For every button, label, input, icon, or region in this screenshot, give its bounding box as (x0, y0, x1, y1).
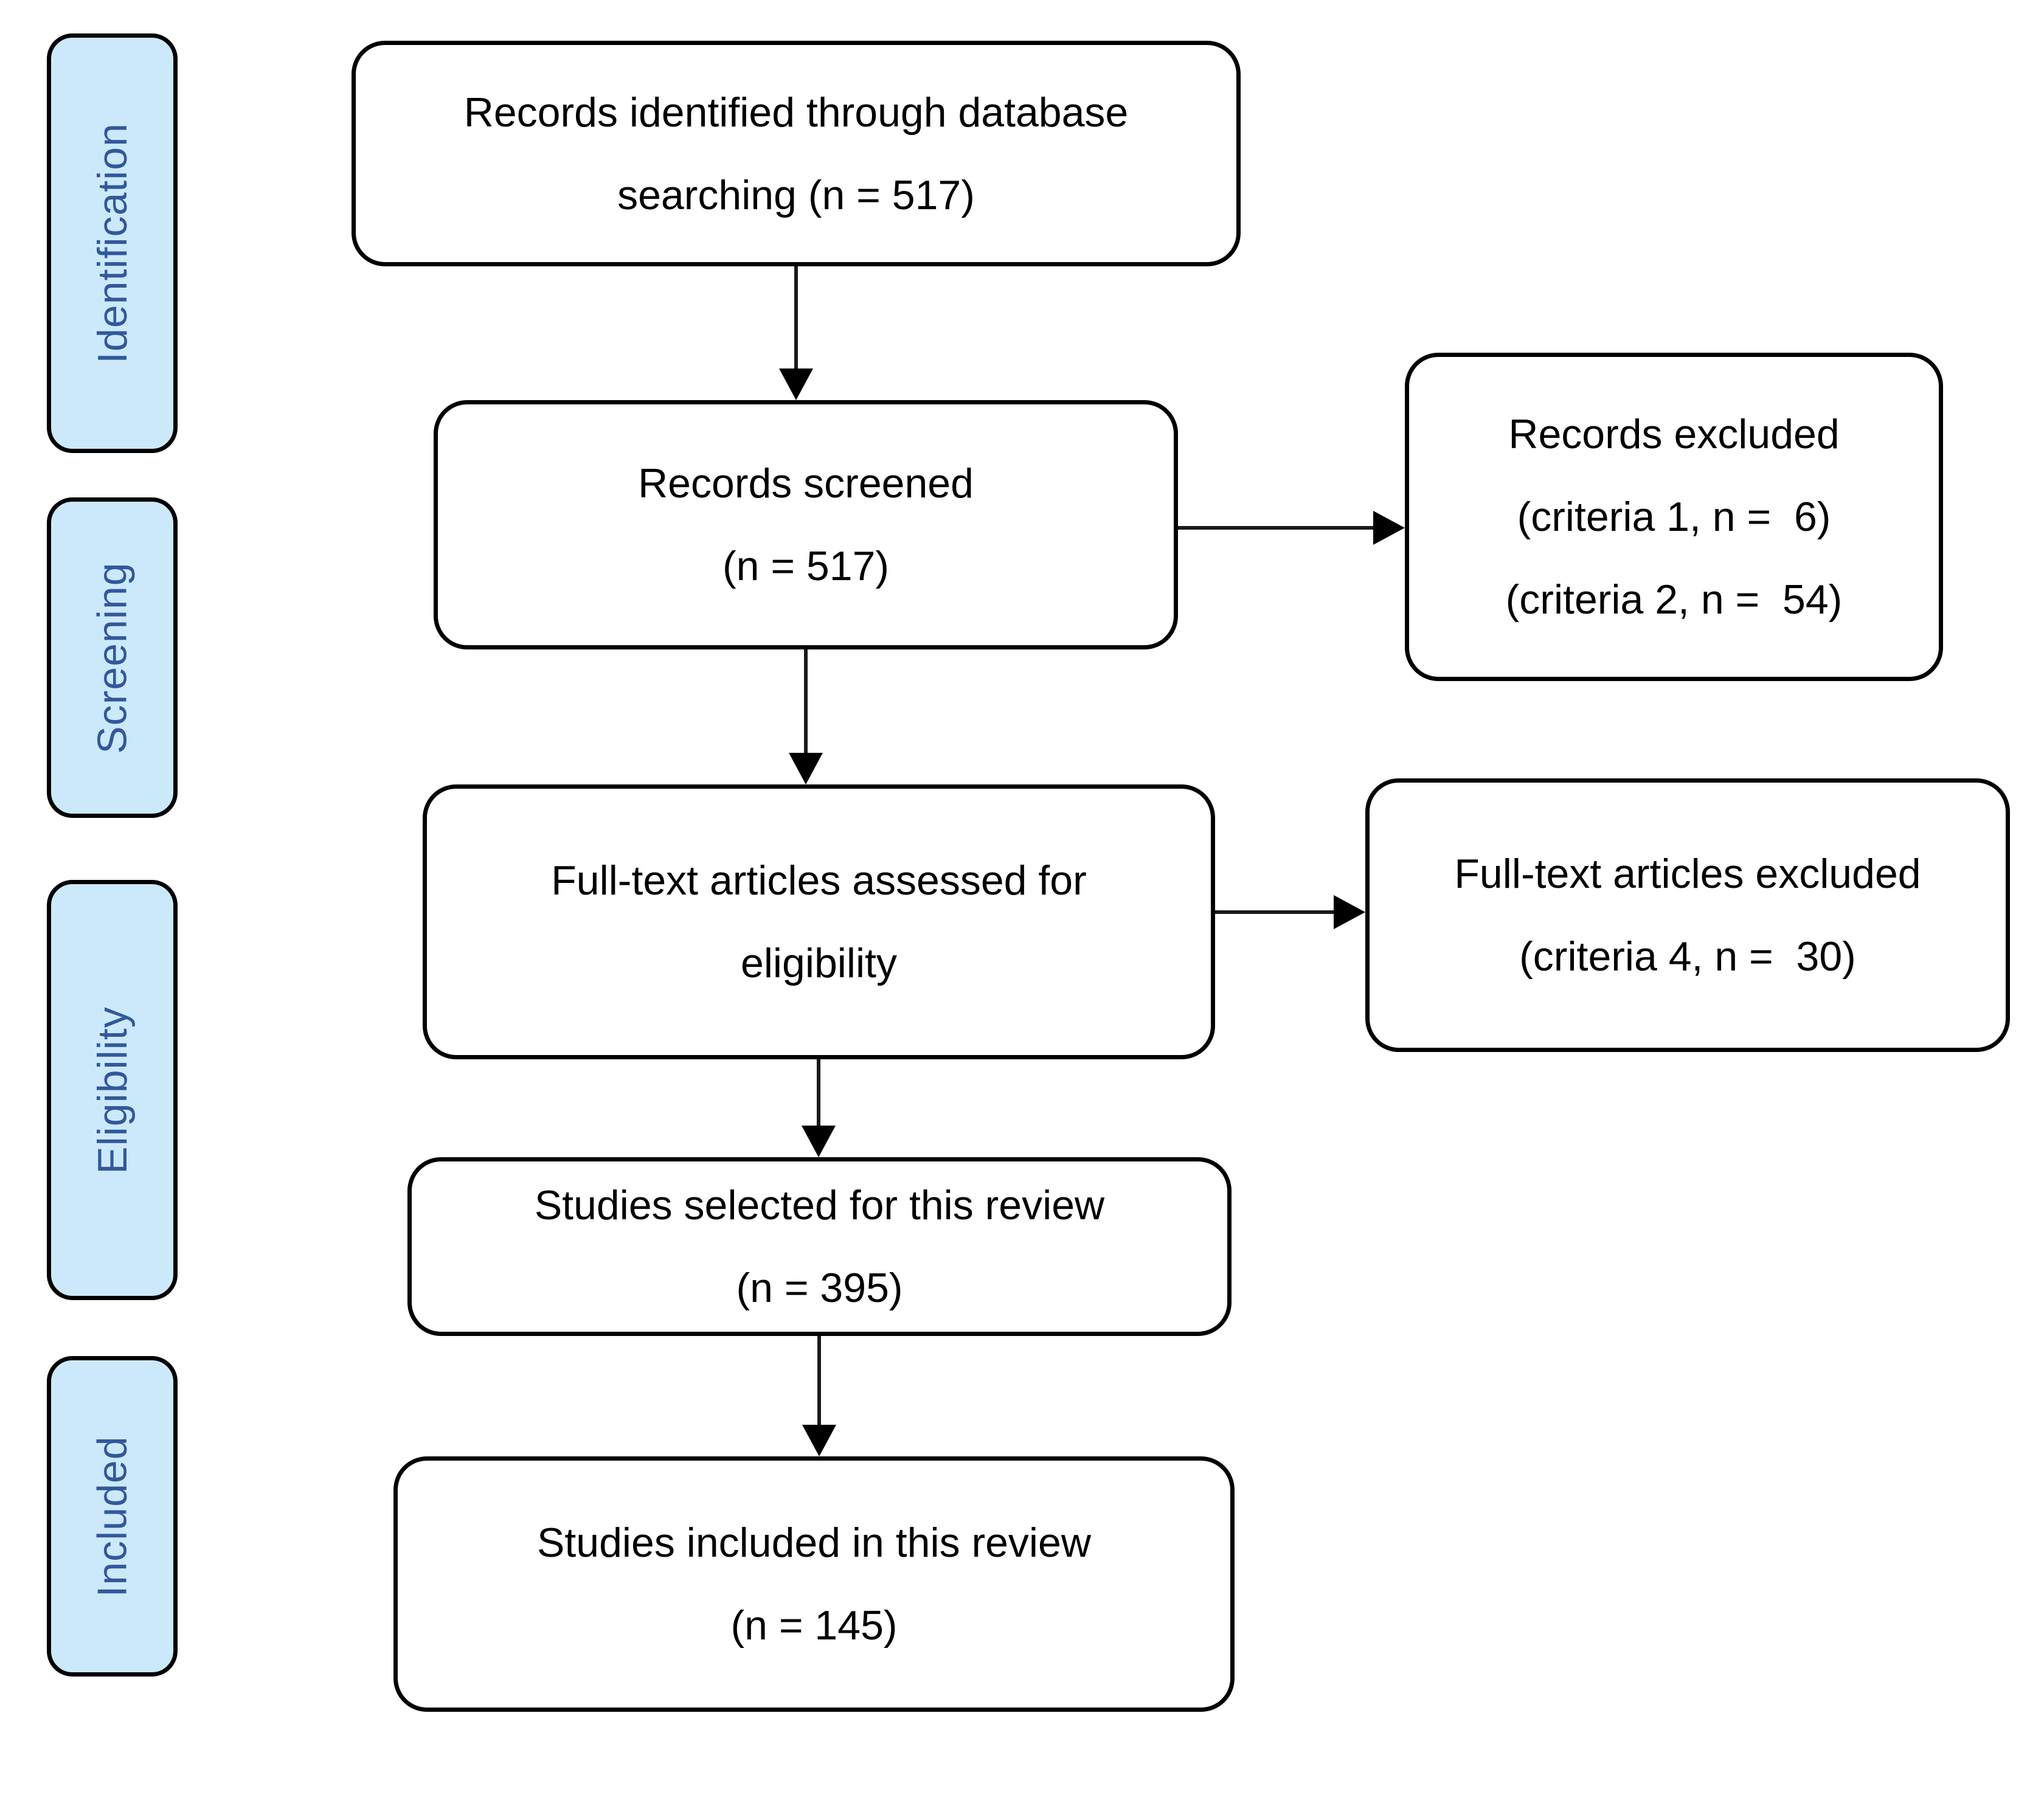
exclusion-box-line: Full-text articles excluded (1454, 851, 1921, 897)
flow-box-studies-included: Studies included in this review (n = 145… (393, 1456, 1235, 1712)
exclusion-box-line: (criteria 2, n = 54) (1505, 576, 1843, 623)
arrow-head-down-icon (789, 753, 823, 784)
flow-box-studies-selected: Studies selected for this review (n = 39… (407, 1157, 1232, 1336)
arrow-head-down-icon (779, 369, 813, 400)
flow-box-line: eligibility (741, 940, 897, 986)
flow-box-records-screened: Records screened (n = 517) (434, 400, 1178, 649)
arrow-head-down-icon (802, 1126, 836, 1157)
arrow-shaft (1215, 910, 1337, 914)
exclusion-box-line: Records excluded (1508, 411, 1840, 457)
stage-pill-screening: Screening (47, 497, 178, 818)
stage-pill-identification: Identification (47, 33, 178, 453)
flow-box-line: Records screened (638, 460, 974, 507)
flow-box-line: Studies selected for this review (534, 1182, 1105, 1228)
stage-pill-eligibility: Eligibility (47, 880, 178, 1300)
arrow-shaft (817, 1059, 820, 1129)
flow-box-line: Studies included in this review (537, 1520, 1091, 1566)
arrow-screened-to-records-excluded (1178, 511, 1405, 545)
flow-box-line: Full-text articles assessed for (551, 857, 1087, 904)
exclusion-box-fulltext-excluded: Full-text articles excluded (criteria 4,… (1365, 778, 2010, 1052)
arrow-head-right-icon (1373, 511, 1405, 545)
arrow-selected-to-included (802, 1336, 836, 1456)
exclusion-box-line: (criteria 1, n = 6) (1517, 494, 1831, 540)
arrow-identified-to-screened (779, 266, 813, 400)
arrow-head-down-icon (802, 1425, 836, 1456)
flow-box-line: Records identified through database (463, 89, 1129, 136)
stage-label-eligibility: Eligibility (89, 1006, 136, 1174)
flow-box-records-identified: Records identified through database sear… (352, 41, 1241, 266)
stage-label-screening: Screening (89, 561, 136, 754)
stage-pill-included: Included (47, 1356, 178, 1677)
flow-box-line: (n = 517) (722, 543, 890, 589)
arrow-screened-to-fulltext (789, 649, 823, 784)
stage-label-included: Included (89, 1435, 136, 1597)
exclusion-box-records-excluded: Records excluded (criteria 1, n = 6) (cr… (1405, 353, 1943, 681)
flow-box-line: searching (n = 517) (617, 171, 975, 218)
arrow-fulltext-to-selected (802, 1059, 836, 1157)
stage-label-identification: Identification (89, 123, 136, 364)
arrow-shaft (804, 649, 808, 756)
arrow-shaft (794, 266, 798, 372)
flow-box-line: (n = 145) (730, 1602, 898, 1649)
arrow-head-right-icon (1334, 895, 1365, 929)
arrow-shaft (817, 1336, 821, 1428)
exclusion-box-line: (criteria 4, n = 30) (1519, 933, 1856, 980)
flow-box-line: (n = 395) (736, 1265, 903, 1311)
arrow-shaft (1178, 526, 1377, 530)
arrow-fulltext-to-fulltext-excluded (1215, 895, 1365, 929)
flow-box-fulltext-assessed: Full-text articles assessed for eligibil… (423, 784, 1215, 1059)
